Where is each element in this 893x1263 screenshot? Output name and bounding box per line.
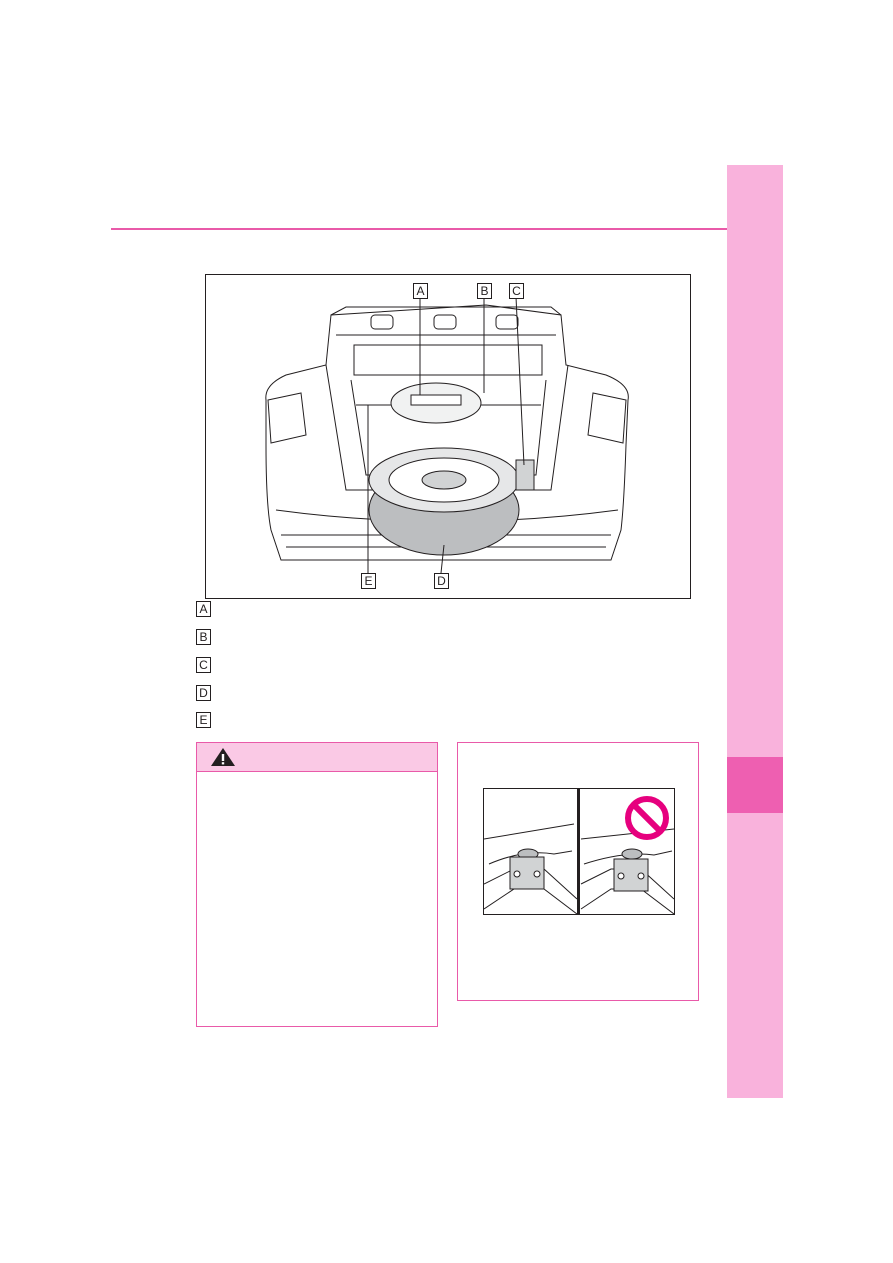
warning-triangle-icon [211,748,235,766]
legend-item-a: A [196,601,696,617]
jack-position-illustration [483,788,675,915]
prohibited-icon [625,796,669,840]
legend-marker: D [196,685,211,701]
notice-box [457,742,699,1001]
legend-marker: B [196,629,211,645]
trunk-illustration: A B C E D [205,274,691,599]
chapter-side-tab-active[interactable] [727,757,783,813]
legend-marker: C [196,657,211,673]
chapter-side-tab [727,165,783,1098]
header-rule [111,228,727,230]
callout-c: C [509,283,524,299]
callout-e: E [361,573,376,589]
legend-item-e: E [196,712,696,728]
legend-item-c: C [196,657,696,673]
jack-drawing [484,789,674,914]
callout-d: D [434,573,449,589]
callout-b: B [477,283,492,299]
legend-marker: E [196,712,211,728]
legend-item-d: D [196,685,696,701]
warning-box [196,742,438,1027]
warning-header [197,743,437,772]
trunk-drawing [265,296,629,574]
callout-a: A [413,283,428,299]
legend-item-b: B [196,629,696,645]
legend-marker: A [196,601,211,617]
